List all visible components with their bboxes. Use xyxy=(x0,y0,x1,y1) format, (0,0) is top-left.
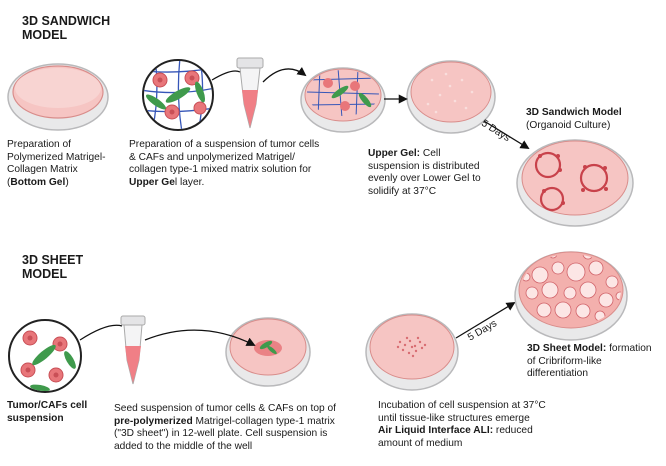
sheet-heading-line1: 3D SHEET xyxy=(22,253,84,267)
upper-gel-label: Upper Ge xyxy=(129,176,175,188)
sheet-result-line1-rest: formation xyxy=(606,343,652,354)
upper-gel-prep-line4: Upper Gel layer. xyxy=(129,177,349,190)
seed-line4: added to the middle of the well xyxy=(114,440,253,452)
bottom-gel-caption: Preparation of Polymerized Matrigel- Col… xyxy=(7,139,132,189)
sheet-result-line3: differentiation xyxy=(527,368,588,380)
arrow-5-days-sheet xyxy=(455,302,516,339)
cell-suspension-line2: suspension xyxy=(7,412,64,424)
upper-gel-prep-line2: & CAFs and unpolymerized Matrigel/ xyxy=(129,151,295,163)
upper-gel-line2: suspension is distributed xyxy=(368,160,480,172)
arrow-tube-to-sheet-dish xyxy=(144,329,256,346)
sheet-result-caption: 3D Sheet Model: formation of Cribriform-… xyxy=(527,343,663,381)
bottom-gel-line1: Preparation of xyxy=(7,139,71,150)
upper-gel-line1-rest: Cell xyxy=(420,148,441,159)
arrow-5-days-sandwich xyxy=(483,120,530,149)
upper-gel-line4: solidify at 37°C xyxy=(368,185,437,197)
bottom-gel-paren-close: ) xyxy=(65,176,69,188)
sandwich-result-caption: 3D Sandwich Model (Organoid Culture) xyxy=(526,107,661,132)
sandwich-heading-line1: 3D SANDWICH xyxy=(22,14,111,28)
upper-gel-line3: evenly over Lower Gel to xyxy=(368,173,481,185)
bottom-gel-line4: (Bottom Gel) xyxy=(7,177,132,190)
sheet-result-title: 3D Sheet Model: xyxy=(527,343,607,354)
sheet-tube xyxy=(120,315,146,385)
upper-gel-caption: Upper Gel: Cell suspension is distribute… xyxy=(368,148,508,198)
sheet-cribriform-dish xyxy=(514,251,628,341)
upper-gel-layer-text: l layer. xyxy=(174,176,205,188)
seed-suspension-caption: Seed suspension of tumor cells & CAFs on… xyxy=(114,403,374,453)
bottom-gel-paren-open: ( xyxy=(7,176,11,188)
arrow-tube-to-dish xyxy=(262,66,307,83)
incubation-dish xyxy=(365,313,459,391)
sandwich-heading-line2: MODEL xyxy=(22,28,68,42)
sheet-result-line1: 3D Sheet Model: formation xyxy=(527,343,663,356)
seed-line2-rest: Matrigel-collagen type-1 matrix xyxy=(192,415,335,427)
mixed-matrix-dish xyxy=(300,67,386,133)
sandwich-organoid-dish xyxy=(516,139,634,227)
arrow-magnifier-to-tube xyxy=(211,70,241,81)
cell-suspension-line1: Tumor/CAFs cell xyxy=(7,400,88,411)
seeded-sheet-dish xyxy=(225,317,311,387)
sandwich-heading: 3D SANDWICH MODEL xyxy=(22,14,110,42)
incubation-line3-rest: reduced xyxy=(493,425,533,437)
upper-gel-dish xyxy=(406,60,496,134)
upper-gel-prep-line1: Preparation of a suspension of tumor cel… xyxy=(129,139,320,150)
seed-line3: ("3D sheet") in 12-well plate. Cell susp… xyxy=(114,428,328,440)
ali-label: Air Liquid Interface ALI: xyxy=(378,425,494,437)
cell-suspension-caption: Tumor/CAFs cell suspension xyxy=(7,400,117,425)
incubation-line1: Incubation of cell suspension at 37°C xyxy=(378,400,546,411)
cell-suspension-magnifier xyxy=(8,319,82,393)
sandwich-result-subtitle: (Organoid Culture) xyxy=(526,119,611,131)
upper-gel-line1: Upper Gel: Cell xyxy=(368,148,508,161)
sandwich-tube xyxy=(236,57,264,129)
bottom-gel-line2: Polymerized Matrigel- xyxy=(7,151,106,163)
incubation-line4: amount of medium xyxy=(378,437,463,449)
sheet-result-line2: of Cribriform-like xyxy=(527,355,602,367)
seed-line2: pre-polymerized Matrigel-collagen type-1… xyxy=(114,416,374,429)
cell-matrix-magnifier xyxy=(142,59,214,131)
sheet-heading-line2: MODEL xyxy=(22,267,68,281)
upper-gel-prep-line3: collagen type-1 mixed matrix solution fo… xyxy=(129,164,312,176)
incubation-line2: until tissue-like structures emerge xyxy=(378,412,530,424)
sandwich-result-title: 3D Sandwich Model xyxy=(526,107,622,118)
arrow-magnifier-to-tube-sheet xyxy=(79,324,123,341)
pre-polymerized-label: pre-polymerized xyxy=(114,415,193,427)
sheet-heading: 3D SHEET MODEL xyxy=(22,253,83,281)
seed-line1: Seed suspension of tumor cells & CAFs on… xyxy=(114,403,336,414)
bottom-gel-line3: Collagen Matrix xyxy=(7,164,78,176)
upper-gel-prep-caption: Preparation of a suspension of tumor cel… xyxy=(129,139,349,189)
incubation-caption: Incubation of cell suspension at 37°C un… xyxy=(378,400,588,450)
bottom-gel-dish xyxy=(7,63,109,131)
bottom-gel-label: Bottom Gel xyxy=(10,176,66,188)
incubation-line3: Air Liquid Interface ALI: reduced xyxy=(378,425,588,438)
upper-gel-title: Upper Gel: xyxy=(368,148,421,159)
